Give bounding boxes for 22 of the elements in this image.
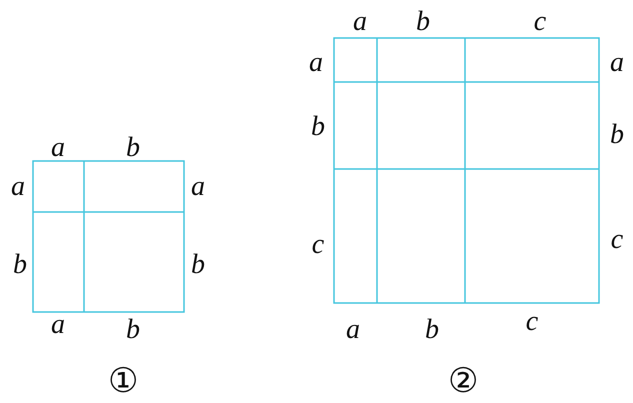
side-length-label: b: [191, 251, 205, 279]
side-length-label: c: [312, 231, 324, 259]
side-length-label: b: [610, 121, 624, 149]
side-length-label: a: [346, 316, 360, 344]
side-length-label: a: [51, 134, 65, 162]
side-length-label: a: [191, 173, 205, 201]
side-length-label: b: [425, 316, 439, 344]
side-length-label: c: [610, 226, 624, 254]
side-length-label: a: [51, 311, 65, 339]
side-length-label: a: [11, 173, 25, 201]
side-length-label: b: [126, 316, 140, 344]
side-length-label: b: [126, 134, 140, 162]
side-length-label: a: [610, 49, 624, 77]
figure-number: ②: [448, 365, 478, 399]
side-length-label: c: [526, 308, 538, 336]
side-length-label: b: [13, 251, 27, 279]
side-length-label: a: [353, 8, 367, 36]
figure-number: ①: [108, 365, 138, 399]
side-length-label: b: [311, 113, 325, 141]
side-length-label: c: [534, 8, 546, 36]
side-length-label: b: [416, 8, 430, 36]
side-length-label: a: [309, 49, 323, 77]
